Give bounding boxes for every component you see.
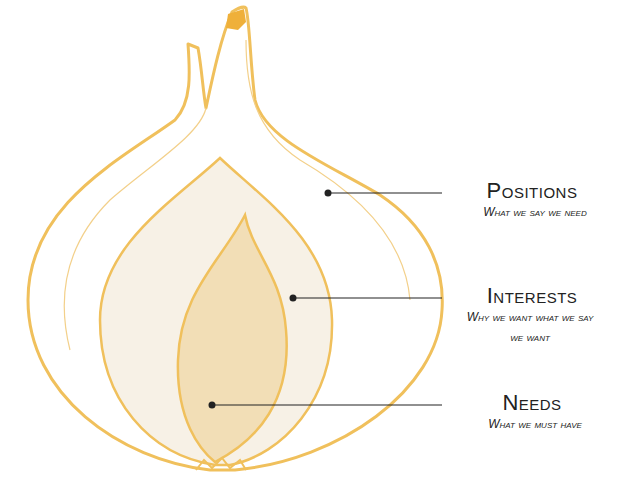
leader-line <box>293 297 442 298</box>
leader-line <box>328 192 442 193</box>
layer-subtitle: Why we want what we say we want <box>465 307 595 347</box>
layer-title: Needs <box>502 390 561 416</box>
stem-tip <box>226 9 246 30</box>
inner-layer <box>178 215 287 462</box>
outer-layer <box>28 7 442 470</box>
layer-subtitle: What we say we need <box>450 202 620 222</box>
leader-dot <box>290 295 297 302</box>
middle-layer <box>100 158 332 465</box>
layer-title: Positions <box>487 178 578 204</box>
leader-dot <box>325 190 332 197</box>
leader-dot <box>209 402 216 409</box>
layer-title: Interests <box>487 283 578 309</box>
root <box>196 458 246 470</box>
leader-line <box>212 404 442 405</box>
layer-subtitle: What we must have <box>450 414 620 434</box>
